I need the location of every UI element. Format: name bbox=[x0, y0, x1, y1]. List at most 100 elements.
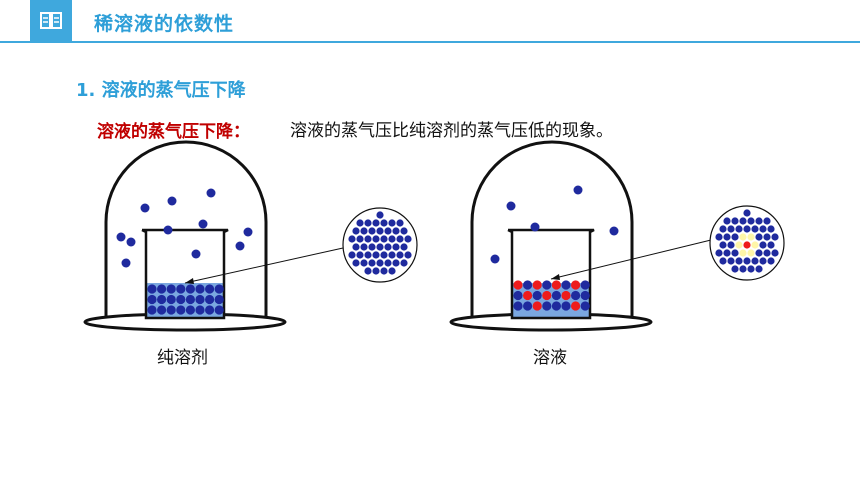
right-liquid-particles bbox=[513, 280, 590, 311]
solvent-particle bbox=[376, 211, 384, 219]
left-vapor-particles bbox=[116, 188, 253, 268]
solvent-particle bbox=[580, 290, 590, 301]
solvent-particle bbox=[580, 301, 590, 311]
solvated-shell-particle bbox=[739, 249, 747, 257]
solvent-particle bbox=[580, 280, 590, 290]
book-icon bbox=[40, 12, 62, 29]
definition-term: 溶液的蒸气压下降： bbox=[97, 122, 250, 142]
left-zoom-arrowhead bbox=[185, 278, 194, 284]
left-beaker bbox=[141, 228, 229, 320]
vapor-particle bbox=[191, 249, 201, 259]
right-beaker bbox=[507, 228, 595, 320]
solvated-shell-particle bbox=[751, 241, 759, 249]
solvent-particle bbox=[731, 217, 739, 225]
solvent-particle bbox=[396, 219, 404, 227]
solvent-particle bbox=[166, 305, 176, 315]
solvent-particle bbox=[157, 284, 167, 294]
solvent-particle bbox=[739, 217, 747, 225]
solvent-particle bbox=[356, 235, 364, 243]
solvent-particle bbox=[376, 259, 384, 267]
solvent-particle bbox=[364, 267, 372, 275]
solvent-particle bbox=[356, 219, 364, 227]
solution-apparatus bbox=[449, 140, 785, 332]
solvent-particle bbox=[404, 235, 412, 243]
vapor-particle bbox=[506, 201, 516, 211]
solvent-particle bbox=[368, 227, 376, 235]
solvent-particle bbox=[727, 241, 735, 249]
right-bell-jar bbox=[470, 140, 634, 318]
solvent-particle bbox=[372, 219, 380, 227]
solvent-particle bbox=[396, 251, 404, 259]
solvent-particle bbox=[372, 235, 380, 243]
vapor-particle bbox=[198, 219, 208, 229]
solvent-particle bbox=[404, 251, 412, 259]
solvent-particle bbox=[214, 294, 224, 305]
solvent-particle bbox=[376, 243, 384, 251]
solvent-particle bbox=[719, 225, 727, 233]
solvent-particle bbox=[388, 219, 396, 227]
solvent-particle bbox=[542, 280, 552, 290]
section-title: 1. 溶液的蒸气压下降 bbox=[76, 80, 246, 101]
solvent-particle bbox=[372, 251, 380, 259]
solvent-particle bbox=[352, 227, 360, 235]
solvent-particle bbox=[767, 241, 775, 249]
solvent-particle bbox=[195, 284, 205, 294]
vapor-particle bbox=[530, 222, 540, 232]
solvent-particle bbox=[735, 225, 743, 233]
definition-text: 溶液的蒸气压比纯溶剂的蒸气压低的现象。 bbox=[290, 121, 613, 141]
vapor-particle bbox=[243, 227, 253, 237]
solvent-particle bbox=[735, 257, 743, 265]
solvent-particle bbox=[731, 233, 739, 241]
solvent-particle bbox=[571, 290, 581, 301]
solvent-particle bbox=[392, 259, 400, 267]
solvent-particle bbox=[513, 301, 523, 311]
solvent-particle bbox=[195, 305, 205, 315]
solvent-particle bbox=[205, 294, 215, 305]
solvent-particle bbox=[723, 249, 731, 257]
right-vapor-particles bbox=[490, 185, 619, 264]
solvent-particle bbox=[396, 235, 404, 243]
solvent-particle bbox=[743, 257, 751, 265]
solvent-particle bbox=[157, 305, 167, 315]
solute-particle bbox=[571, 301, 581, 311]
solvent-particle bbox=[771, 233, 779, 241]
solvent-particle bbox=[400, 227, 408, 235]
solvent-particle bbox=[719, 241, 727, 249]
solvent-particle bbox=[751, 257, 759, 265]
solvent-particle bbox=[147, 294, 157, 305]
solvent-particle bbox=[755, 249, 763, 257]
solvent-particle bbox=[352, 243, 360, 251]
solvent-particle bbox=[513, 290, 523, 301]
solvent-particle bbox=[771, 249, 779, 257]
solute-particle bbox=[551, 280, 562, 290]
pure-solvent-caption: 纯溶剂 bbox=[157, 348, 208, 368]
solvent-particle bbox=[561, 280, 571, 290]
solvent-particle bbox=[185, 284, 195, 294]
solvent-particle bbox=[715, 249, 723, 257]
right-zoom-arrowhead bbox=[551, 274, 560, 280]
vapor-particle bbox=[490, 254, 500, 264]
solvent-particle bbox=[751, 225, 759, 233]
solvent-particle bbox=[147, 305, 157, 315]
solvent-particle bbox=[755, 217, 763, 225]
right-zoom-pointer bbox=[550, 239, 712, 280]
solvent-particle bbox=[195, 294, 205, 305]
vapor-particle bbox=[121, 258, 131, 268]
solvent-particle bbox=[388, 235, 396, 243]
solvent-particle bbox=[755, 233, 763, 241]
solvent-particle bbox=[384, 227, 392, 235]
solvent-particle bbox=[759, 241, 767, 249]
right-zoom-particles bbox=[715, 209, 779, 273]
solute-particle bbox=[743, 241, 751, 249]
solvent-particle bbox=[205, 284, 215, 294]
solvent-particle bbox=[380, 267, 388, 275]
solvent-particle bbox=[767, 225, 775, 233]
solvated-shell-particle bbox=[739, 233, 747, 241]
solvent-particle bbox=[743, 225, 751, 233]
solvent-particle bbox=[767, 257, 775, 265]
solvent-particle bbox=[523, 280, 533, 290]
solvent-particle bbox=[400, 259, 408, 267]
solute-particle bbox=[532, 280, 542, 290]
left-zoom-particles bbox=[348, 211, 412, 275]
solvent-particle bbox=[747, 265, 755, 273]
